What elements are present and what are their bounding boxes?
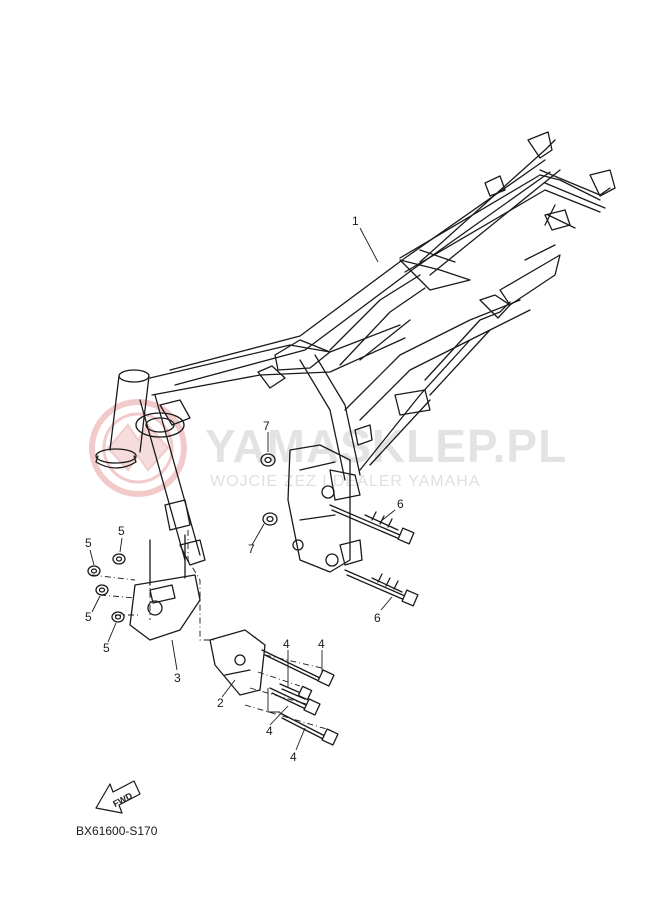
callout-part-1: 1: [352, 214, 359, 228]
callout-part-4: 4: [283, 637, 290, 651]
callout-part-4: 4: [318, 637, 325, 651]
nuts-part-5: [87, 553, 126, 623]
callout-part-7: 7: [263, 419, 270, 433]
watermark: YAMASKLEP.PL WOJCIE ZEZ | DEALER YAMAHA: [89, 399, 567, 497]
bolts-part-6: [329, 504, 419, 607]
callout-part-6: 6: [397, 497, 404, 511]
watermark-brand: YAMASKLEP.PL: [205, 420, 567, 472]
diagram-reference-code: BX61600-S170: [76, 824, 158, 838]
leader-lines: [89, 227, 396, 751]
callout-part-5: 5: [118, 524, 125, 538]
bolts-part-4: [261, 649, 339, 746]
engine-bracket-part-3: [129, 534, 201, 641]
callout-part-7: 7: [248, 542, 255, 556]
callout-labels: 1 2 3 4 4 4 4 5 5 5 5 6 6 7 7: [85, 214, 404, 764]
callout-part-5: 5: [85, 610, 92, 624]
callout-part-4: 4: [266, 724, 273, 738]
watermark-tagline: WOJCIE ZEZ | DEALER YAMAHA: [210, 473, 481, 490]
engine-bracket-part-2: [209, 629, 266, 696]
callout-part-4: 4: [290, 750, 297, 764]
callout-part-3: 3: [174, 671, 181, 685]
callout-part-6: 6: [374, 611, 381, 625]
fwd-arrow-icon: FWD: [95, 780, 141, 814]
callout-part-2: 2: [217, 696, 224, 710]
callout-part-5: 5: [85, 536, 92, 550]
nuts-part-7: [260, 453, 278, 526]
main-frame: [95, 131, 616, 573]
callout-part-5: 5: [103, 641, 110, 655]
